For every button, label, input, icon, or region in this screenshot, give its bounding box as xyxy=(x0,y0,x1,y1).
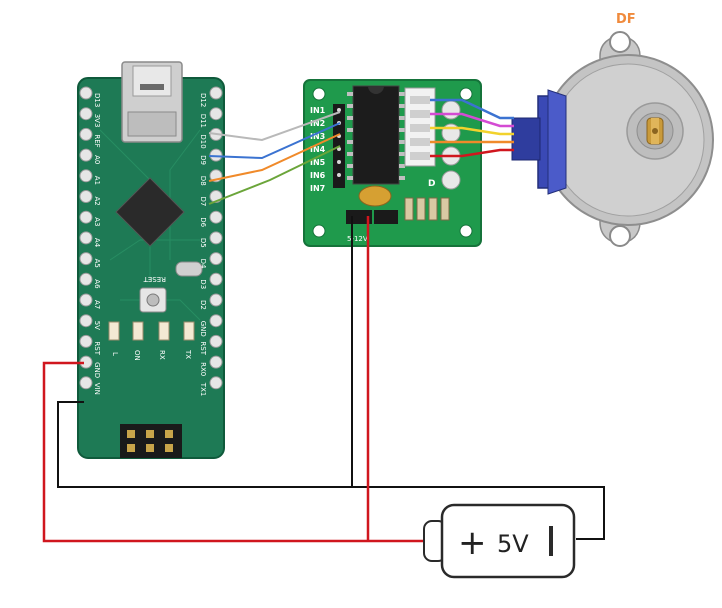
arduino-left-pin-pad xyxy=(79,210,93,224)
arduino-left-pin-label: GND xyxy=(93,362,101,378)
battery xyxy=(423,503,576,579)
driver-input-label-5: IN5 xyxy=(310,158,326,167)
arduino-right-pin-label: D3 xyxy=(199,279,207,289)
arduino-right-pin-label: TX1 xyxy=(199,382,207,397)
arduino-right-pin-label: D4 xyxy=(199,259,207,269)
wire-orange-d9-in3 xyxy=(208,133,341,182)
arduino-left-pin-label: VIN xyxy=(93,383,101,395)
driver-input-label-4: IN4 xyxy=(310,145,326,154)
arduino-right-pin-label: D12 xyxy=(199,93,207,107)
arduino-right-pin-label: D2 xyxy=(199,300,207,310)
arduino-left-pin-pad xyxy=(79,169,93,183)
driver-input-label-7: IN7 xyxy=(310,184,325,193)
arduino-right-pin-label: D11 xyxy=(199,114,207,128)
arduino-left-pin-label: A3 xyxy=(93,217,101,226)
reset-label: RESET xyxy=(143,275,166,283)
arduino-left-pin-label: A7 xyxy=(93,300,101,309)
arduino-right-pin-pad xyxy=(209,231,223,245)
arduino-right-pin-label: GND xyxy=(199,321,207,337)
arduino-right-pin-pad xyxy=(209,210,223,224)
arduino-left-pin-label: RST xyxy=(93,341,101,355)
wire-motor-pink xyxy=(430,112,514,128)
arduino-right-pin-row xyxy=(209,86,223,390)
arduino-right-pin-pad xyxy=(209,314,223,328)
arduino-left-pin-label: A4 xyxy=(93,238,101,248)
led-label-l: L xyxy=(111,352,119,356)
driver-input-label-3: IN3 xyxy=(310,132,325,141)
led-label-on: ON xyxy=(133,350,141,361)
arduino-left-pin-pad xyxy=(79,376,93,390)
driver-input-label-1: IN1 xyxy=(310,106,326,115)
arduino-left-pin-pad xyxy=(79,293,93,307)
arduino-left-pin-label: A1 xyxy=(93,176,101,185)
led-label-rx: RX xyxy=(158,350,166,360)
wire-blue-d10-in2 xyxy=(208,122,341,160)
arduino-left-pin-pad xyxy=(79,272,93,286)
wire-motor-red xyxy=(430,148,514,158)
wire-motor-blue xyxy=(430,98,514,120)
arduino-right-pin-pad xyxy=(209,272,223,286)
arduino-left-pin-pad xyxy=(79,334,93,348)
arduino-left-pin-label: A6 xyxy=(93,279,101,289)
arduino-left-pin-pad xyxy=(79,148,93,162)
arduino-right-pin-pad xyxy=(209,376,223,390)
arduino-right-pin-label: D10 xyxy=(199,134,207,148)
arduino-nano xyxy=(77,61,225,459)
stepper-motor xyxy=(511,31,714,247)
battery-plus: + xyxy=(458,523,487,563)
arduino-right-pin-pad xyxy=(209,355,223,369)
arduino-left-pin-pad xyxy=(79,231,93,245)
arduino-right-pin-label: RX0 xyxy=(199,362,207,376)
arduino-right-pin-label: D8 xyxy=(199,176,207,186)
arduino-left-pin-row xyxy=(79,86,93,390)
driver-board xyxy=(303,79,482,247)
led-label-tx: TX xyxy=(184,349,192,359)
arduino-left-pin-label: 3V3 xyxy=(93,114,101,128)
arduino-left-pin-pad xyxy=(79,190,93,203)
arduino-left-pin-label: A5 xyxy=(93,259,101,268)
arduino-right-pin-label: D7 xyxy=(199,197,207,207)
arduino-left-pin-label: REF xyxy=(93,134,101,147)
battery-voltage: 5V xyxy=(497,530,529,558)
arduino-left-pin-pad xyxy=(79,86,93,100)
arduino-right-pin-pad xyxy=(209,148,223,162)
wire-gray-d11-in1 xyxy=(208,111,341,142)
arduino-left-pin-pad xyxy=(79,314,93,328)
driver-input-label-2: IN2 xyxy=(310,119,325,128)
arduino-right-pin-label: D6 xyxy=(199,217,207,227)
arduino-right-pin-label: D5 xyxy=(199,238,207,248)
arduino-right-pin-label: RST xyxy=(199,341,207,355)
arduino-left-pin-label: A2 xyxy=(93,197,101,206)
arduino-left-pin-pad xyxy=(79,107,93,121)
arduino-right-pin-pad xyxy=(209,293,223,307)
wire-black-arduino-gnd xyxy=(57,401,605,540)
wire-red-arduino-5v xyxy=(42,361,424,543)
motor-label: DF xyxy=(616,12,636,27)
arduino-right-pin-label: D9 xyxy=(199,155,207,165)
arduino-left-pin-pad xyxy=(79,252,93,266)
arduino-left-pin-label: 5V xyxy=(93,321,101,330)
arduino-right-pin-pad xyxy=(209,107,223,121)
wire-green-d8-in4 xyxy=(208,145,341,205)
arduino-left-pin-pad xyxy=(79,127,93,141)
driver-input-label-6: IN6 xyxy=(310,171,326,180)
arduino-right-pin-pad xyxy=(209,334,223,348)
driver-d-label: D xyxy=(428,179,435,189)
arduino-left-pin-label: D13 xyxy=(93,93,101,107)
driver-power-label: 5-12V xyxy=(347,235,368,243)
arduino-right-pin-pad xyxy=(209,86,223,100)
arduino-left-pin-label: A0 xyxy=(93,155,101,164)
wire-motor-yellow xyxy=(430,126,514,136)
arduino-right-pin-pad xyxy=(209,252,223,266)
